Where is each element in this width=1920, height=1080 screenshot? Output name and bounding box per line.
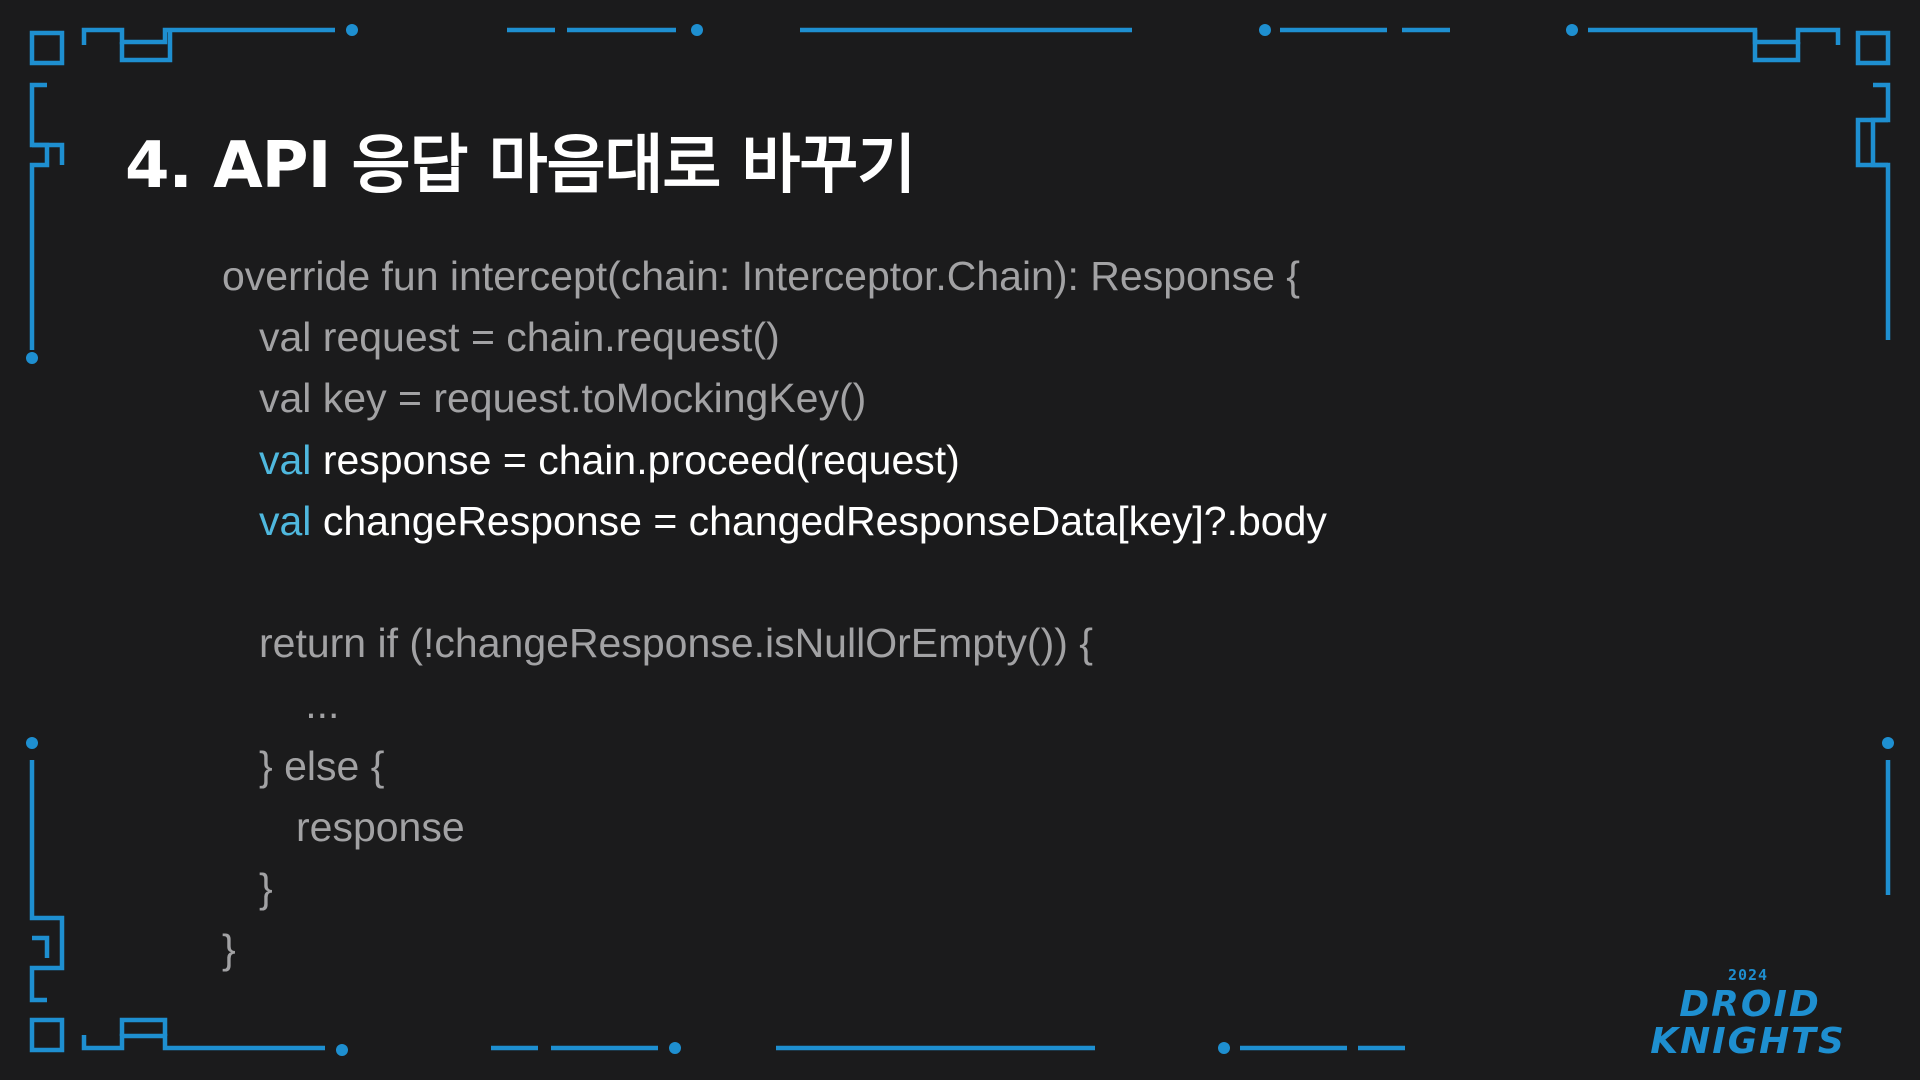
code-line: return if (!changeResponse.isNullOrEmpty… — [222, 613, 1327, 674]
frame-bottom-left-bracket — [81, 1033, 325, 1051]
code-line: } else { — [222, 736, 1327, 797]
frame-bottom-left-notch — [119, 1017, 168, 1036]
frame-top-left-notch — [119, 30, 173, 63]
code-line: val key = request.toMockingKey() — [222, 368, 1327, 429]
frame-square-bottom-left — [29, 1017, 65, 1053]
frame-dot — [1259, 24, 1271, 36]
frame-right-top-notch — [1855, 117, 1888, 168]
code-line: } — [222, 858, 1327, 919]
frame-dot — [26, 737, 38, 749]
logo-line-1: DROID — [1679, 984, 1820, 1025]
frame-top-right-notch — [1752, 30, 1801, 63]
slide-title: 4. API 응답 마음대로 바꾸기 — [125, 129, 916, 203]
frame-dot — [26, 352, 38, 364]
frame-dot — [1218, 1042, 1230, 1054]
frame-left-top-notch — [32, 142, 65, 165]
frame-left-top — [29, 82, 50, 350]
frame-dot — [1566, 24, 1578, 36]
code-token: } else { — [259, 742, 385, 789]
code-token: } — [222, 926, 236, 973]
code-token: override fun intercept(chain: Intercepto… — [222, 253, 1300, 299]
code-line: response — [222, 797, 1327, 858]
logo-line-2: KNIGHTS — [1650, 1021, 1846, 1060]
code-line: } — [222, 919, 1327, 980]
frame-dot — [346, 24, 358, 36]
code-keyword: val — [259, 436, 312, 483]
frame-left-bottom — [29, 760, 65, 1003]
code-token: response = chain.proceed(request) — [311, 436, 960, 483]
code-line: val request = chain.request() — [222, 307, 1327, 368]
frame-top-right-bracket — [1588, 27, 1841, 45]
frame-left-bottom-notch — [32, 935, 50, 958]
frame-dot — [691, 24, 703, 36]
frame-square-top-right — [1855, 30, 1891, 66]
code-token: val request = chain.request() — [259, 314, 780, 361]
logo-year: 2024 — [1728, 966, 1768, 984]
code-block: override fun intercept(chain: Intercepto… — [222, 246, 1327, 980]
frame-dot — [669, 1042, 681, 1054]
code-token: val key = request.toMockingKey() — [259, 375, 867, 422]
code-line: ... — [222, 674, 1327, 735]
frame-right-top — [1870, 82, 1891, 340]
code-token: changeResponse = changedResponseData[key… — [311, 497, 1327, 544]
frame-dot — [1882, 737, 1894, 749]
code-token: } — [259, 864, 273, 911]
code-token: response — [296, 803, 465, 850]
code-keyword: val — [259, 497, 312, 544]
droid-knights-logo: 2024 DROID KNIGHTS — [1650, 966, 1846, 1060]
code-line: override fun intercept(chain: Intercepto… — [222, 246, 1327, 307]
frame-dot — [336, 1044, 348, 1056]
code-line: val response = chain.proceed(request) — [222, 430, 1327, 491]
frame-square-top-left — [29, 30, 65, 66]
code-token: ... — [305, 681, 340, 728]
code-line: val changeResponse = changedResponseData… — [222, 491, 1327, 552]
code-line — [222, 552, 1327, 613]
code-token: return if (!changeResponse.isNullOrEmpty… — [259, 620, 1093, 667]
